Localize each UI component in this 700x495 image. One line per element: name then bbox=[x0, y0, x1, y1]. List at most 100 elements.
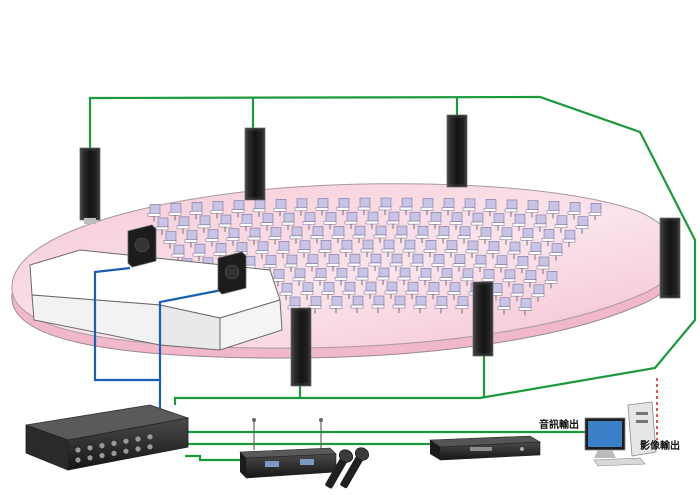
chair bbox=[462, 198, 476, 216]
chair bbox=[273, 199, 287, 217]
video-output-label: 影像輸出 bbox=[640, 441, 680, 452]
mixing-amplifier bbox=[25, 404, 190, 471]
chair bbox=[525, 200, 539, 218]
chair bbox=[189, 201, 203, 220]
chair bbox=[397, 267, 411, 286]
computer bbox=[584, 401, 657, 467]
chair bbox=[310, 226, 324, 244]
chair bbox=[531, 284, 545, 302]
chair bbox=[410, 253, 424, 272]
chair bbox=[302, 212, 316, 230]
chair bbox=[339, 239, 353, 258]
chair bbox=[279, 282, 293, 301]
chair bbox=[473, 254, 487, 273]
chair bbox=[470, 212, 484, 231]
media-player bbox=[429, 435, 542, 461]
chair bbox=[413, 295, 427, 314]
chair bbox=[218, 214, 232, 233]
chair bbox=[147, 204, 161, 222]
chair bbox=[544, 271, 558, 289]
amplifier-knob bbox=[135, 436, 141, 442]
chair bbox=[210, 201, 224, 219]
chair bbox=[515, 256, 529, 274]
chair bbox=[478, 226, 492, 245]
column-speaker-left-rear bbox=[79, 147, 101, 224]
chair bbox=[415, 225, 429, 244]
chair bbox=[549, 243, 563, 261]
chair bbox=[376, 267, 390, 286]
chair bbox=[562, 229, 576, 248]
chair bbox=[541, 228, 555, 247]
amplifier-knob bbox=[75, 457, 81, 463]
chair bbox=[510, 283, 524, 302]
chair bbox=[504, 199, 518, 217]
chair bbox=[392, 295, 406, 314]
chair bbox=[321, 282, 335, 300]
chair bbox=[447, 282, 461, 300]
chair bbox=[323, 212, 337, 230]
column-speaker-center-right bbox=[446, 114, 468, 188]
chair bbox=[418, 267, 432, 286]
wireless-receiver bbox=[239, 418, 337, 479]
chair bbox=[268, 227, 282, 245]
chair bbox=[329, 296, 343, 314]
chair bbox=[231, 200, 245, 218]
amplifier-knob bbox=[147, 434, 153, 440]
chair bbox=[460, 268, 474, 286]
chair bbox=[247, 227, 261, 246]
chair bbox=[394, 225, 408, 244]
chair bbox=[494, 255, 508, 273]
chair bbox=[499, 227, 513, 245]
amplifier-knob bbox=[87, 455, 93, 461]
amplifier-knob bbox=[87, 445, 93, 451]
chair bbox=[334, 267, 348, 286]
chair bbox=[441, 198, 455, 216]
chair bbox=[434, 296, 448, 314]
chair bbox=[497, 297, 511, 315]
column-speaker-center-left bbox=[244, 127, 266, 201]
chair bbox=[436, 226, 450, 244]
speaker-cable bbox=[88, 95, 697, 462]
chair bbox=[184, 230, 198, 248]
chair bbox=[344, 211, 358, 230]
chair bbox=[276, 240, 290, 259]
chair bbox=[523, 270, 537, 288]
chair bbox=[350, 295, 364, 314]
chair bbox=[588, 203, 602, 221]
chair bbox=[305, 254, 319, 272]
chair bbox=[357, 197, 371, 216]
chair bbox=[336, 197, 350, 216]
chair bbox=[205, 229, 219, 247]
amplifier-knob bbox=[147, 444, 153, 450]
chair bbox=[457, 226, 471, 244]
chair bbox=[399, 197, 413, 216]
chair bbox=[420, 197, 434, 216]
chair bbox=[533, 214, 547, 232]
chair bbox=[315, 198, 329, 216]
chair bbox=[368, 253, 382, 272]
amplifier-knob bbox=[99, 443, 105, 449]
chair bbox=[300, 282, 314, 300]
chair bbox=[536, 256, 550, 275]
chair bbox=[520, 228, 534, 246]
chair bbox=[260, 213, 274, 231]
chair bbox=[192, 243, 206, 262]
chair bbox=[507, 241, 521, 260]
chair bbox=[423, 240, 437, 258]
chair bbox=[546, 201, 560, 219]
amplifier-knob bbox=[111, 440, 117, 446]
chair bbox=[168, 202, 182, 221]
chair bbox=[365, 211, 379, 230]
handheld-microphone bbox=[325, 447, 370, 489]
chair bbox=[575, 216, 589, 234]
amplifier-knob bbox=[135, 446, 141, 452]
chair bbox=[428, 212, 442, 230]
amplifier-knob bbox=[111, 450, 117, 456]
chair bbox=[452, 254, 466, 272]
chair bbox=[363, 281, 377, 300]
chair bbox=[318, 240, 332, 258]
chair bbox=[308, 296, 322, 314]
chair bbox=[342, 281, 356, 300]
chair bbox=[294, 198, 308, 216]
